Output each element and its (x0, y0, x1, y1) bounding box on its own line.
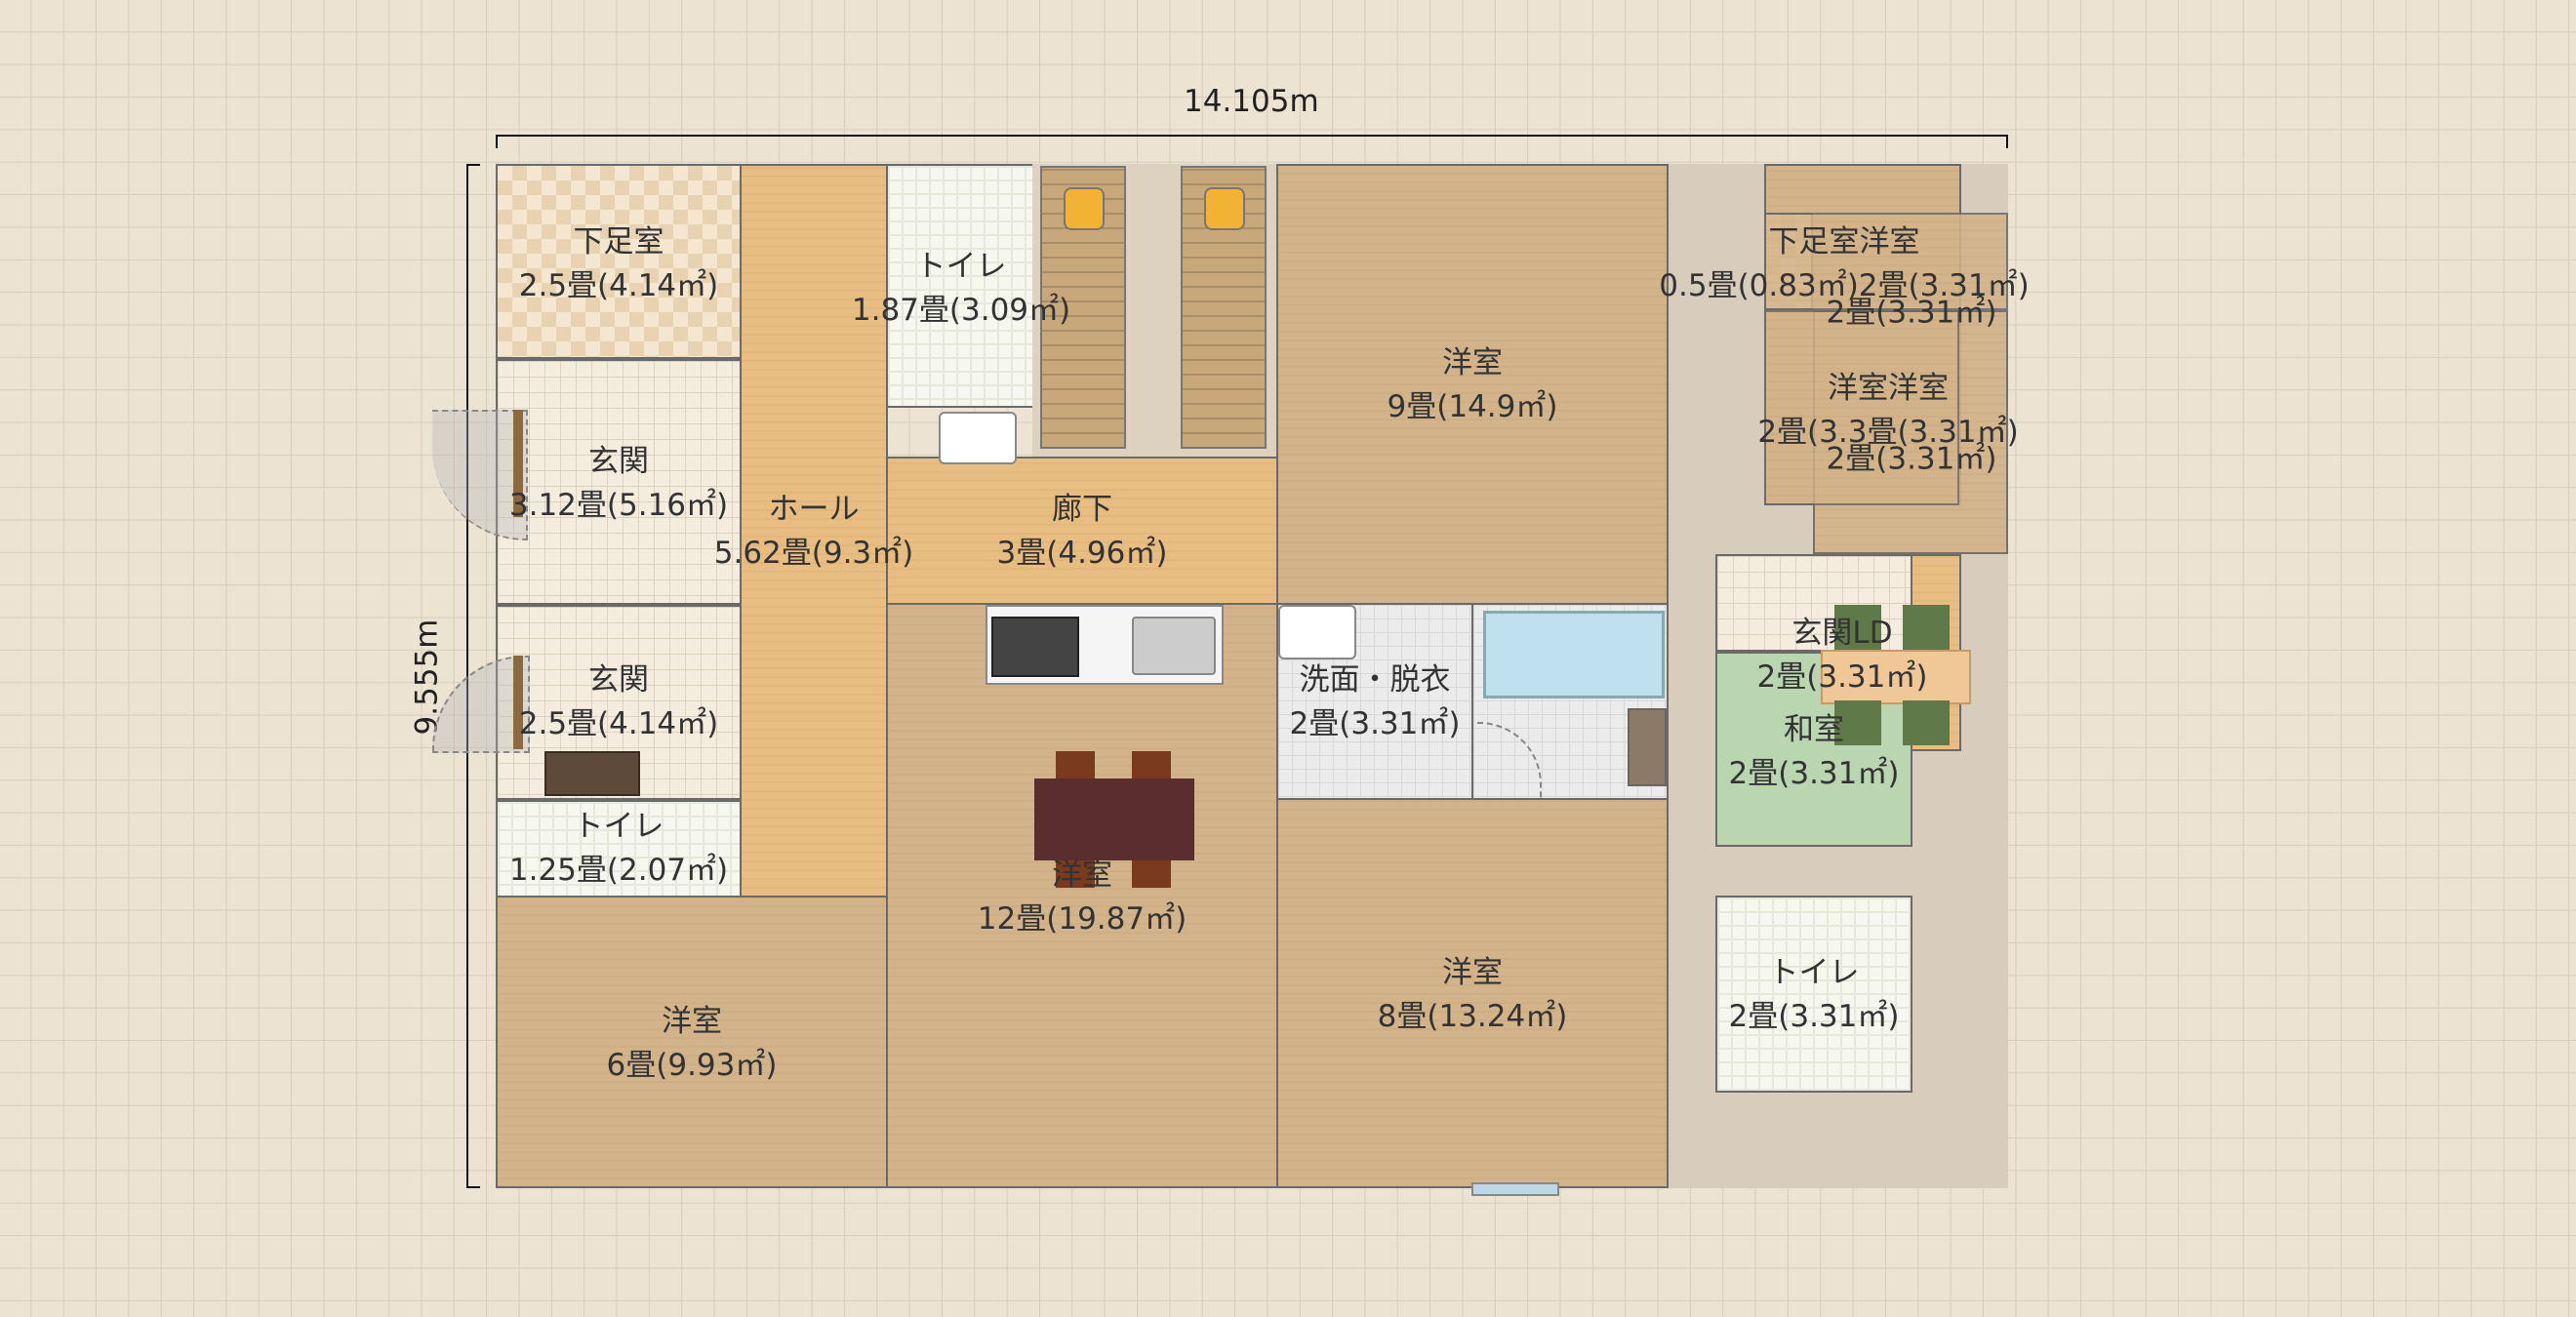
sink-washroom (1278, 605, 1356, 659)
width-dimension-label: 14.105m (1184, 84, 1319, 119)
entrance-door-bar-2 (513, 656, 523, 749)
dining-chair (1056, 860, 1095, 888)
stair-lift-chair-left (1064, 187, 1105, 230)
room-western-6[interactable] (496, 896, 888, 1188)
dining-chair (1132, 751, 1171, 778)
entrance-door-bar-1 (513, 410, 523, 517)
dining-chair (1132, 860, 1171, 888)
annex-chair-3 (1834, 700, 1881, 745)
label-annex-overlap-2: 2畳(3.31㎡) (1826, 295, 1997, 331)
room-annex-d[interactable] (1764, 310, 1959, 505)
room-western-8[interactable] (1276, 798, 1669, 1188)
room-hall[interactable] (740, 164, 888, 898)
window-bottom (1471, 1182, 1559, 1196)
room-toilet-annex[interactable] (1715, 896, 1912, 1093)
room-corridor[interactable] (886, 457, 1278, 605)
annex-chair-1 (1834, 605, 1881, 650)
room-western-12[interactable] (886, 603, 1278, 1188)
room-toilet-small[interactable] (496, 800, 742, 898)
height-dimension-tick-bottom (466, 1186, 480, 1188)
room-western-9[interactable] (1276, 164, 1669, 605)
kitchen-sink (1132, 617, 1216, 675)
dining-table (1034, 778, 1194, 860)
room-shoe-storage[interactable] (496, 164, 742, 359)
stair-lift-chair-right (1204, 187, 1245, 230)
width-dimension-line (496, 135, 2008, 137)
annex-chair-2 (1903, 605, 1950, 650)
stove (991, 617, 1079, 677)
room-annex-b[interactable] (1764, 213, 2008, 310)
room-toilet-upper[interactable] (886, 164, 1034, 408)
dining-chair (1056, 751, 1095, 778)
height-dimension-tick-top (466, 164, 480, 166)
width-dimension-tick-right (2006, 135, 2008, 148)
shower-unit (1628, 708, 1667, 786)
sink-upper (939, 412, 1017, 464)
shoe-cabinet (544, 751, 640, 796)
annex-table (1821, 650, 1971, 704)
room-annex-entrance[interactable] (1715, 554, 1912, 652)
label-annex-overlap-4: 2畳(3.31㎡) (1826, 441, 1997, 477)
annex-chair-4 (1903, 700, 1950, 745)
bathtub (1483, 611, 1665, 698)
room-entrance-1[interactable] (496, 359, 742, 605)
width-dimension-tick-left (496, 135, 498, 148)
